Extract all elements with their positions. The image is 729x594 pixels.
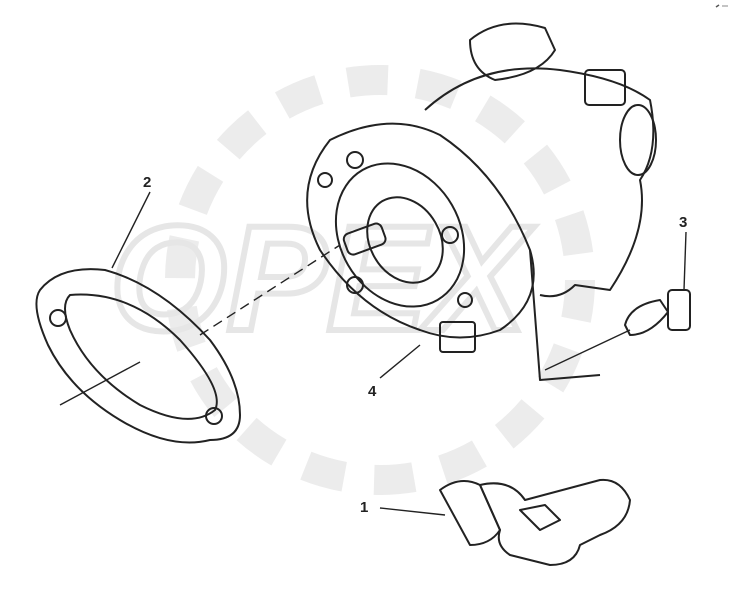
- pump-assembly: [199, 22, 657, 381]
- watermark: OPEX: [107, 65, 595, 495]
- elbow-fitting: [439, 478, 631, 566]
- leader-lines: [111, 191, 687, 516]
- gasket: [35, 268, 241, 444]
- callout-3: 3: [679, 214, 687, 231]
- callout-2: 2: [143, 174, 151, 191]
- callout-1: 1: [360, 499, 368, 516]
- corner-mark: [715, 4, 728, 8]
- watermark-text: OPEX: [110, 194, 535, 362]
- bolt: [544, 289, 691, 371]
- callout-4: 4: [368, 383, 377, 400]
